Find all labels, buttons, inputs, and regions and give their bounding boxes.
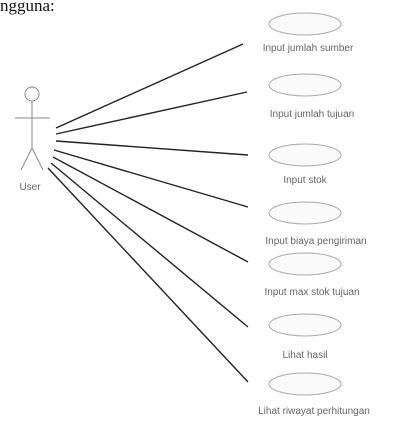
use-case-ellipse: [268, 252, 342, 276]
use-case-ellipse: [268, 143, 342, 167]
association-line: [50, 162, 249, 328]
actor-right-leg: [31, 147, 44, 171]
association-line: [55, 140, 249, 156]
association-line: [55, 91, 248, 135]
actor-left-leg: [20, 147, 33, 171]
use-case-lihat-hasil: Lihat hasil: [268, 313, 342, 361]
use-case-label: Input jumlah tujuan: [270, 109, 355, 120]
use-case-ellipse: [268, 313, 342, 337]
association-line: [55, 43, 244, 129]
use-case-label: Lihat hasil: [282, 350, 327, 361]
use-case-ellipse: [268, 372, 342, 396]
association-line: [47, 167, 249, 383]
actor-head: [24, 86, 40, 102]
associations: [47, 43, 249, 383]
use-case-ellipse: [268, 12, 342, 36]
use-case-label: Input biaya pengiriman: [265, 236, 366, 247]
actor-stick-figure: [15, 86, 50, 171]
use-case-input-jumlah-sumber: Input jumlah sumber: [263, 12, 354, 54]
use-case-label: Input jumlah sumber: [263, 43, 354, 54]
use-case-ellipse: [268, 201, 342, 225]
use-case-label: Lihat riwayat perhitungan: [258, 406, 370, 417]
use-case-input-max-stok-tujuan: Input max stok tujuan: [264, 252, 360, 298]
page-heading: ngguna:: [0, 0, 55, 15]
use-case-lihat-riwayat-perhitungan: Lihat riwayat perhitungan: [258, 372, 370, 417]
association-line: [52, 156, 249, 263]
use-case-ellipse: [268, 73, 342, 97]
use-case-input-biaya-pengiriman: Input biaya pengiriman: [265, 201, 367, 247]
use-case-label: Input stok: [283, 175, 327, 186]
association-line: [53, 149, 249, 208]
use-case-input-jumlah-tujuan: Input jumlah tujuan: [268, 73, 355, 120]
use-case-label: Input max stok tujuan: [264, 287, 359, 298]
actor-label: User: [19, 182, 41, 193]
use-case-input-stok: Input stok: [268, 143, 342, 186]
